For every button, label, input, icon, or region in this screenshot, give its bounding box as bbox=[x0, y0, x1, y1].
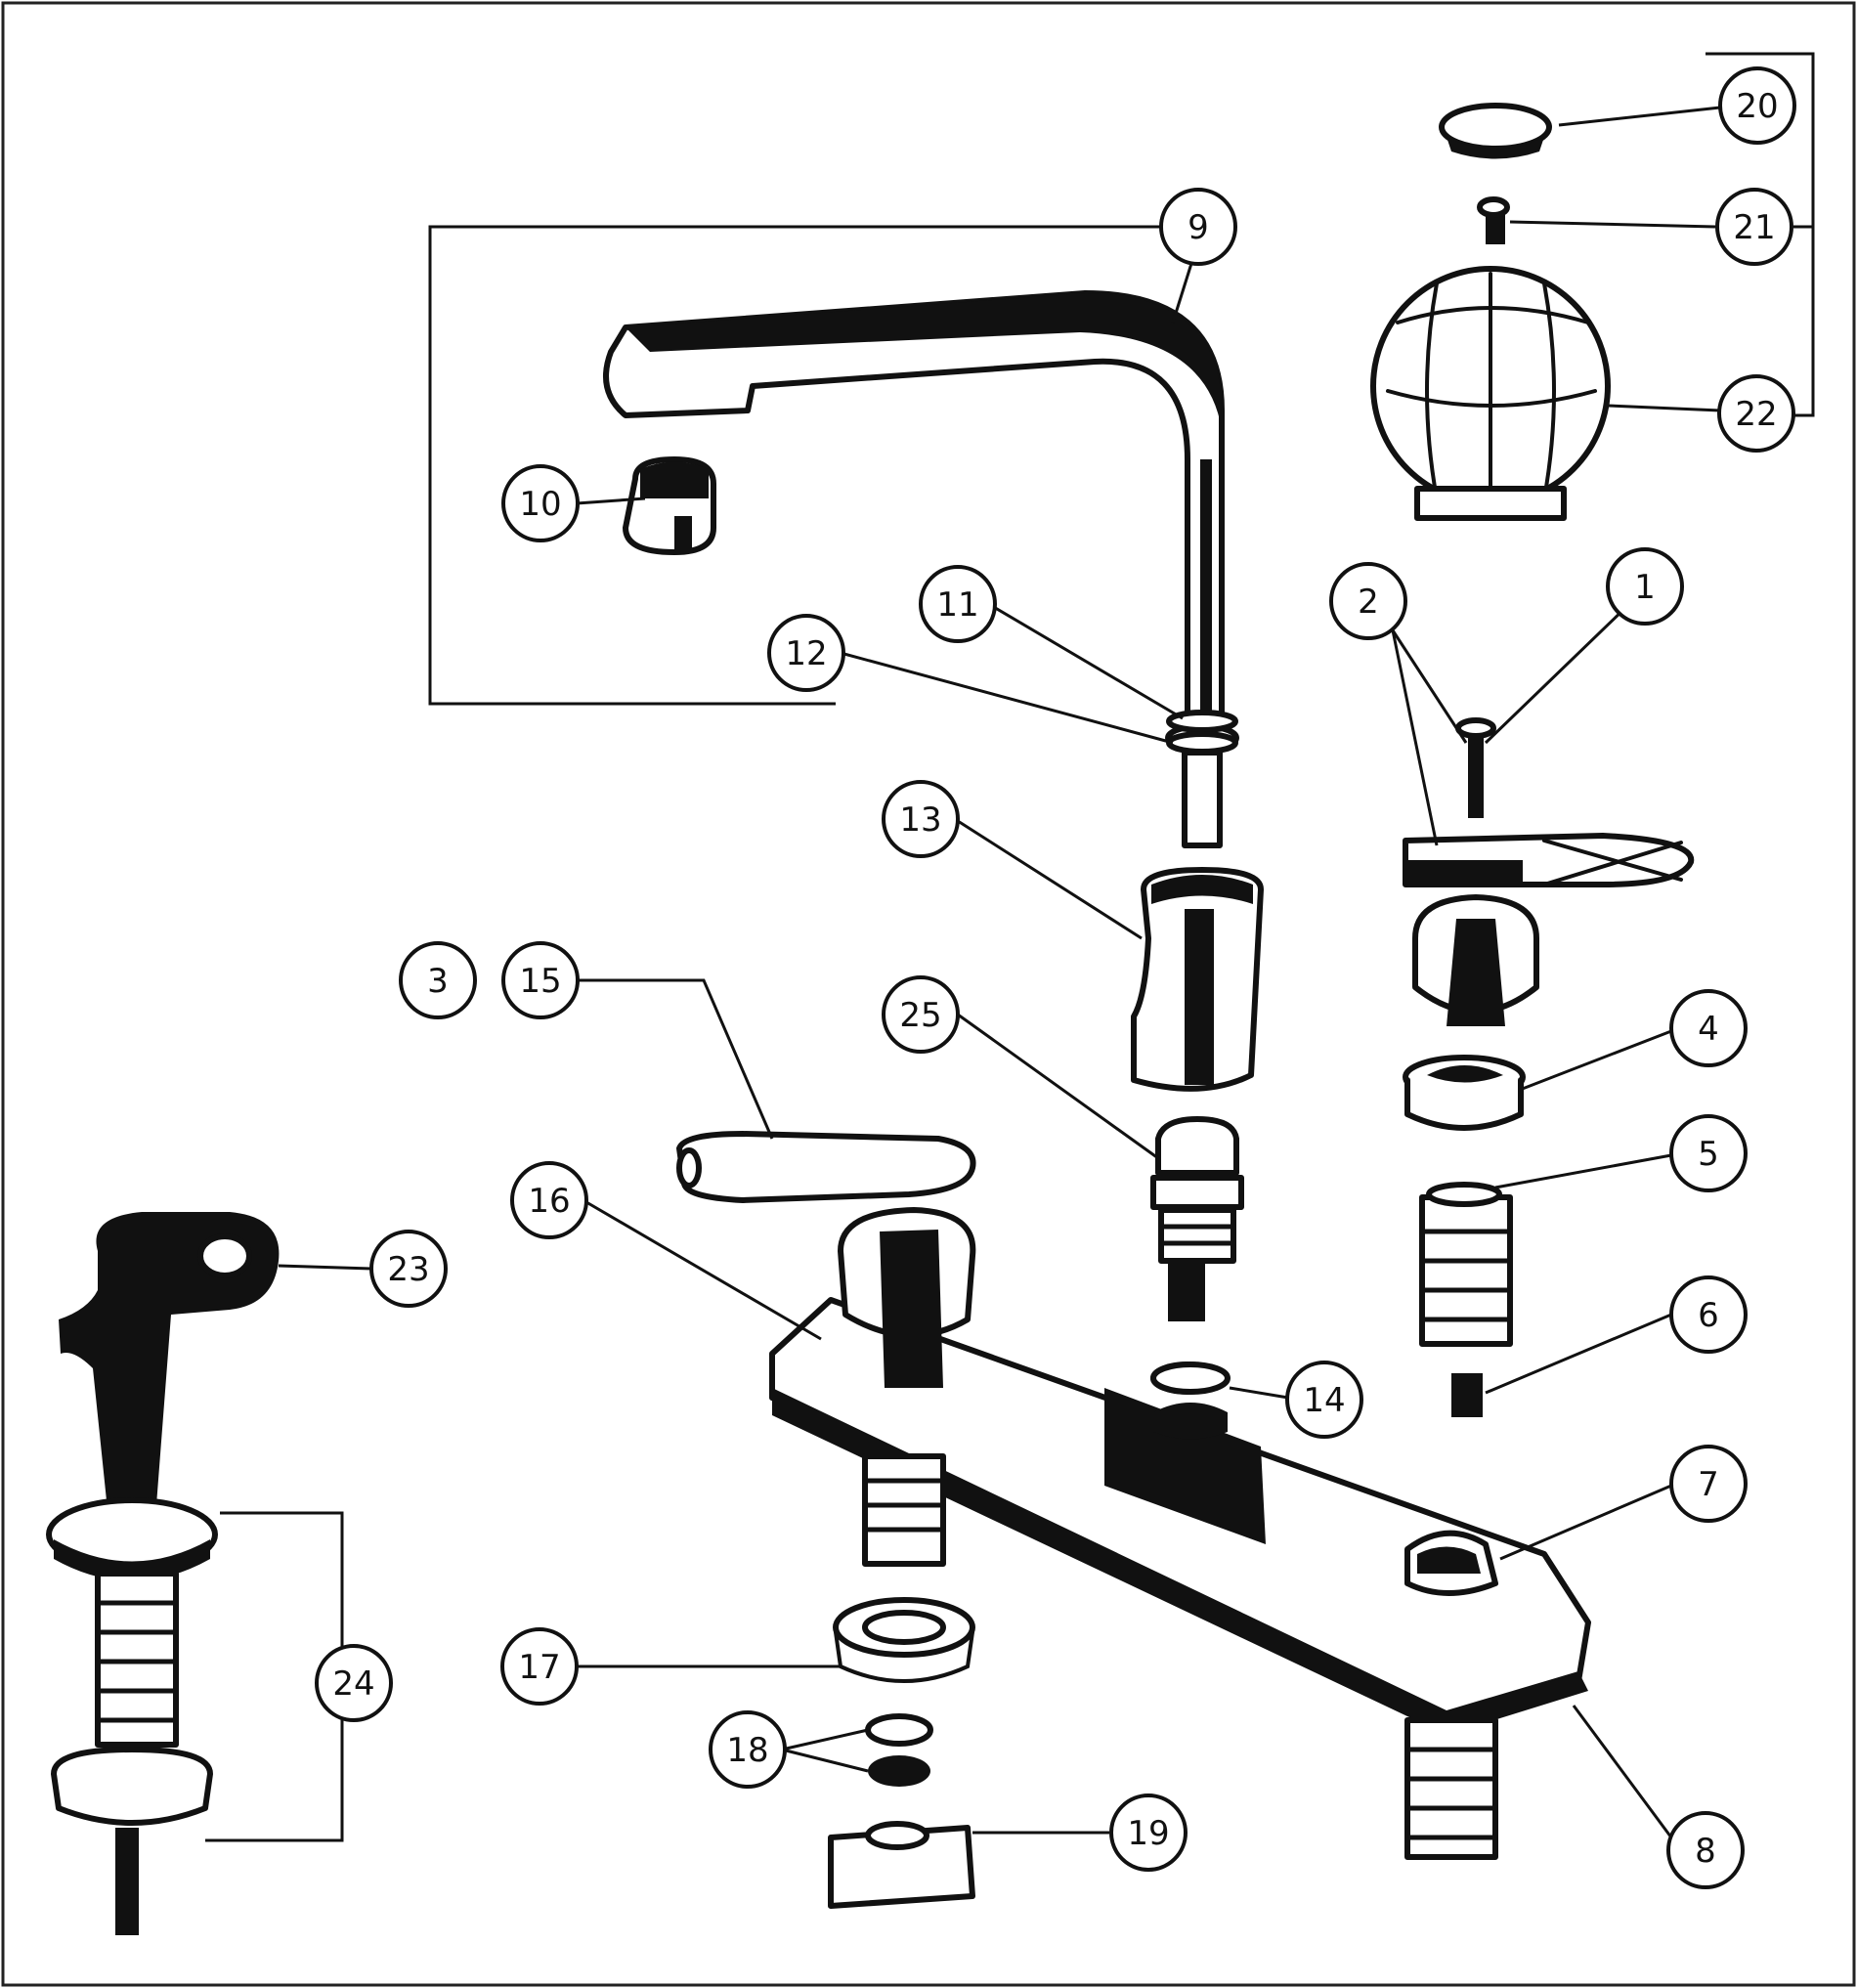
callout-12: 12 bbox=[767, 614, 845, 692]
callout-18: 18 bbox=[709, 1710, 787, 1789]
callout-16-label: 16 bbox=[528, 1182, 570, 1221]
callout-2-label: 2 bbox=[1358, 583, 1379, 622]
callout-6-label: 6 bbox=[1698, 1296, 1719, 1335]
callout-23: 23 bbox=[369, 1230, 448, 1308]
callout-2: 2 bbox=[1329, 562, 1407, 640]
cartridge-part bbox=[1150, 1116, 1244, 1321]
callout-7-label: 7 bbox=[1698, 1465, 1719, 1504]
left-handle-part bbox=[676, 1131, 976, 1388]
callout-13-label: 13 bbox=[899, 800, 941, 840]
spout-nut-part bbox=[1150, 1361, 1231, 1440]
knob-assembly-part bbox=[1370, 103, 1611, 521]
callout-1: 1 bbox=[1606, 547, 1684, 626]
washers-part bbox=[865, 1713, 933, 1787]
seat-part bbox=[1451, 1373, 1483, 1417]
callout-24: 24 bbox=[315, 1644, 393, 1722]
callout-7: 7 bbox=[1669, 1445, 1748, 1523]
callout-3: 3 bbox=[399, 941, 477, 1019]
mounting-nut-part bbox=[833, 1597, 975, 1683]
aerator-part bbox=[623, 456, 716, 555]
callout-19: 19 bbox=[1109, 1794, 1188, 1872]
coupling-nut-part bbox=[828, 1821, 975, 1909]
spray-head-part bbox=[59, 1212, 280, 1510]
callout-3-label: 3 bbox=[427, 962, 449, 1001]
callout-10: 10 bbox=[501, 464, 580, 542]
callout-25: 25 bbox=[882, 975, 960, 1054]
callout-17-label: 17 bbox=[518, 1648, 560, 1687]
leader-lines bbox=[205, 52, 1815, 1842]
o-rings-part bbox=[1166, 710, 1238, 755]
callout-16: 16 bbox=[510, 1161, 588, 1239]
callout-13: 13 bbox=[882, 780, 960, 858]
bonnet-nut-part bbox=[1403, 1055, 1526, 1131]
callout-4: 4 bbox=[1669, 989, 1748, 1067]
lever-handle-part bbox=[1403, 833, 1695, 1026]
callout-23-label: 23 bbox=[387, 1250, 429, 1289]
stem-part bbox=[1419, 1182, 1513, 1347]
callout-25-label: 25 bbox=[899, 996, 941, 1035]
callout-21: 21 bbox=[1715, 188, 1793, 266]
callout-11: 11 bbox=[919, 565, 997, 643]
callout-8-label: 8 bbox=[1695, 1832, 1716, 1871]
callout-5: 5 bbox=[1669, 1114, 1748, 1192]
callout-22-label: 22 bbox=[1735, 395, 1777, 434]
callout-24-label: 24 bbox=[332, 1664, 374, 1704]
callout-17: 17 bbox=[500, 1627, 579, 1706]
callout-22: 22 bbox=[1717, 374, 1795, 453]
callout-15-label: 15 bbox=[519, 962, 561, 1001]
callout-12-label: 12 bbox=[785, 634, 827, 673]
callout-14: 14 bbox=[1285, 1361, 1363, 1439]
screw-part bbox=[1455, 717, 1496, 818]
callout-20-label: 20 bbox=[1736, 87, 1778, 126]
callout-11-label: 11 bbox=[936, 585, 978, 625]
callout-9-label: 9 bbox=[1188, 208, 1209, 247]
callout-9: 9 bbox=[1159, 188, 1237, 266]
callout-10-label: 10 bbox=[519, 485, 561, 524]
callout-15: 15 bbox=[501, 941, 580, 1019]
callout-14-label: 14 bbox=[1303, 1381, 1345, 1420]
callout-21-label: 21 bbox=[1733, 208, 1775, 247]
callout-19-label: 19 bbox=[1127, 1814, 1169, 1853]
spout-part bbox=[603, 290, 1239, 848]
callout-4-label: 4 bbox=[1698, 1010, 1719, 1049]
spout-sleeve-part bbox=[1131, 867, 1264, 1092]
callout-18-label: 18 bbox=[726, 1731, 768, 1770]
callout-1-label: 1 bbox=[1634, 568, 1656, 607]
spray-holder-part bbox=[46, 1497, 218, 1935]
callout-20: 20 bbox=[1718, 66, 1796, 145]
callout-5-label: 5 bbox=[1698, 1135, 1719, 1174]
callout-8: 8 bbox=[1666, 1811, 1745, 1889]
callout-6: 6 bbox=[1669, 1275, 1748, 1354]
